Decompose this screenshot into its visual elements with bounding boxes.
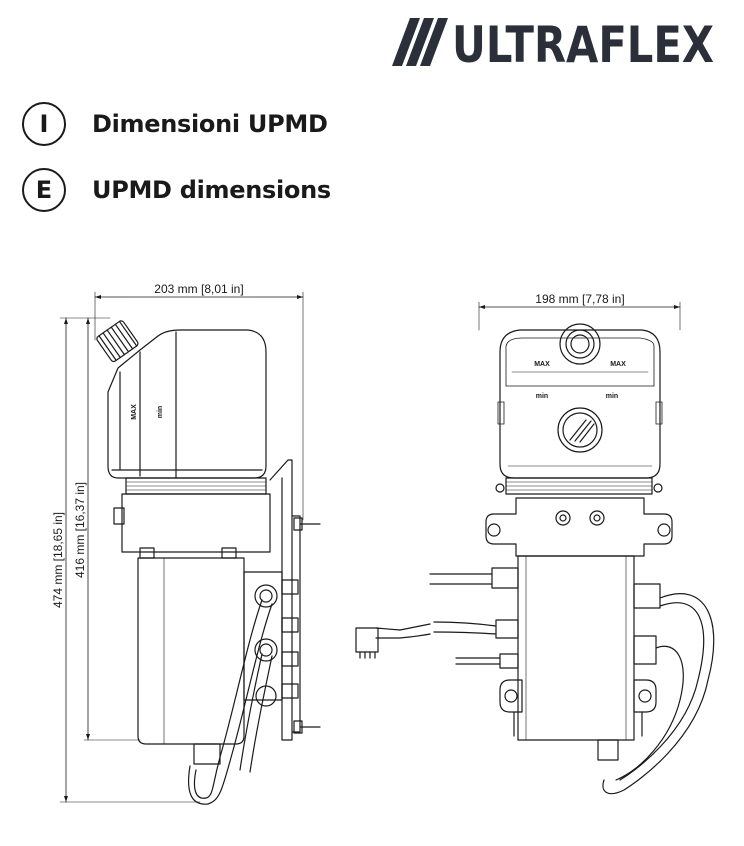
total-height-dimension: 474 mm [18,65 in] xyxy=(51,512,65,608)
heading-title-italian: Dimensioni UPMD xyxy=(92,110,328,138)
technical-drawings: 203 mm [8,01 in] 198 mm [7,78 in] 474 mm… xyxy=(51,282,715,805)
language-badge-e: E xyxy=(22,168,66,212)
side-view-drawing xyxy=(59,291,321,805)
front-width-dimension: 198 mm [7,78 in] xyxy=(535,292,624,306)
heading-title-english: UPMD dimensions xyxy=(92,176,331,204)
front-min-label-right: min xyxy=(606,393,618,400)
side-width-dimension: 203 mm [8,01 in] xyxy=(154,282,243,296)
front-max-label-left: MAX xyxy=(534,361,550,368)
front-min-label-left: min xyxy=(536,393,548,400)
brand-wordmark: ULTRAFLEX xyxy=(452,16,714,72)
language-badge-i: I xyxy=(22,102,66,146)
heading-english: E UPMD dimensions xyxy=(22,164,331,216)
side-max-label: MAX xyxy=(131,404,138,420)
ultraflex-logo: ULTRAFLEX xyxy=(392,16,714,72)
heading-italian: I Dimensioni UPMD xyxy=(22,98,328,150)
front-max-label-right: MAX xyxy=(610,361,626,368)
side-min-label: min xyxy=(157,406,164,418)
body-height-dimension: 416 mm [16,37 in] xyxy=(73,482,87,578)
front-view-drawing xyxy=(355,301,715,795)
